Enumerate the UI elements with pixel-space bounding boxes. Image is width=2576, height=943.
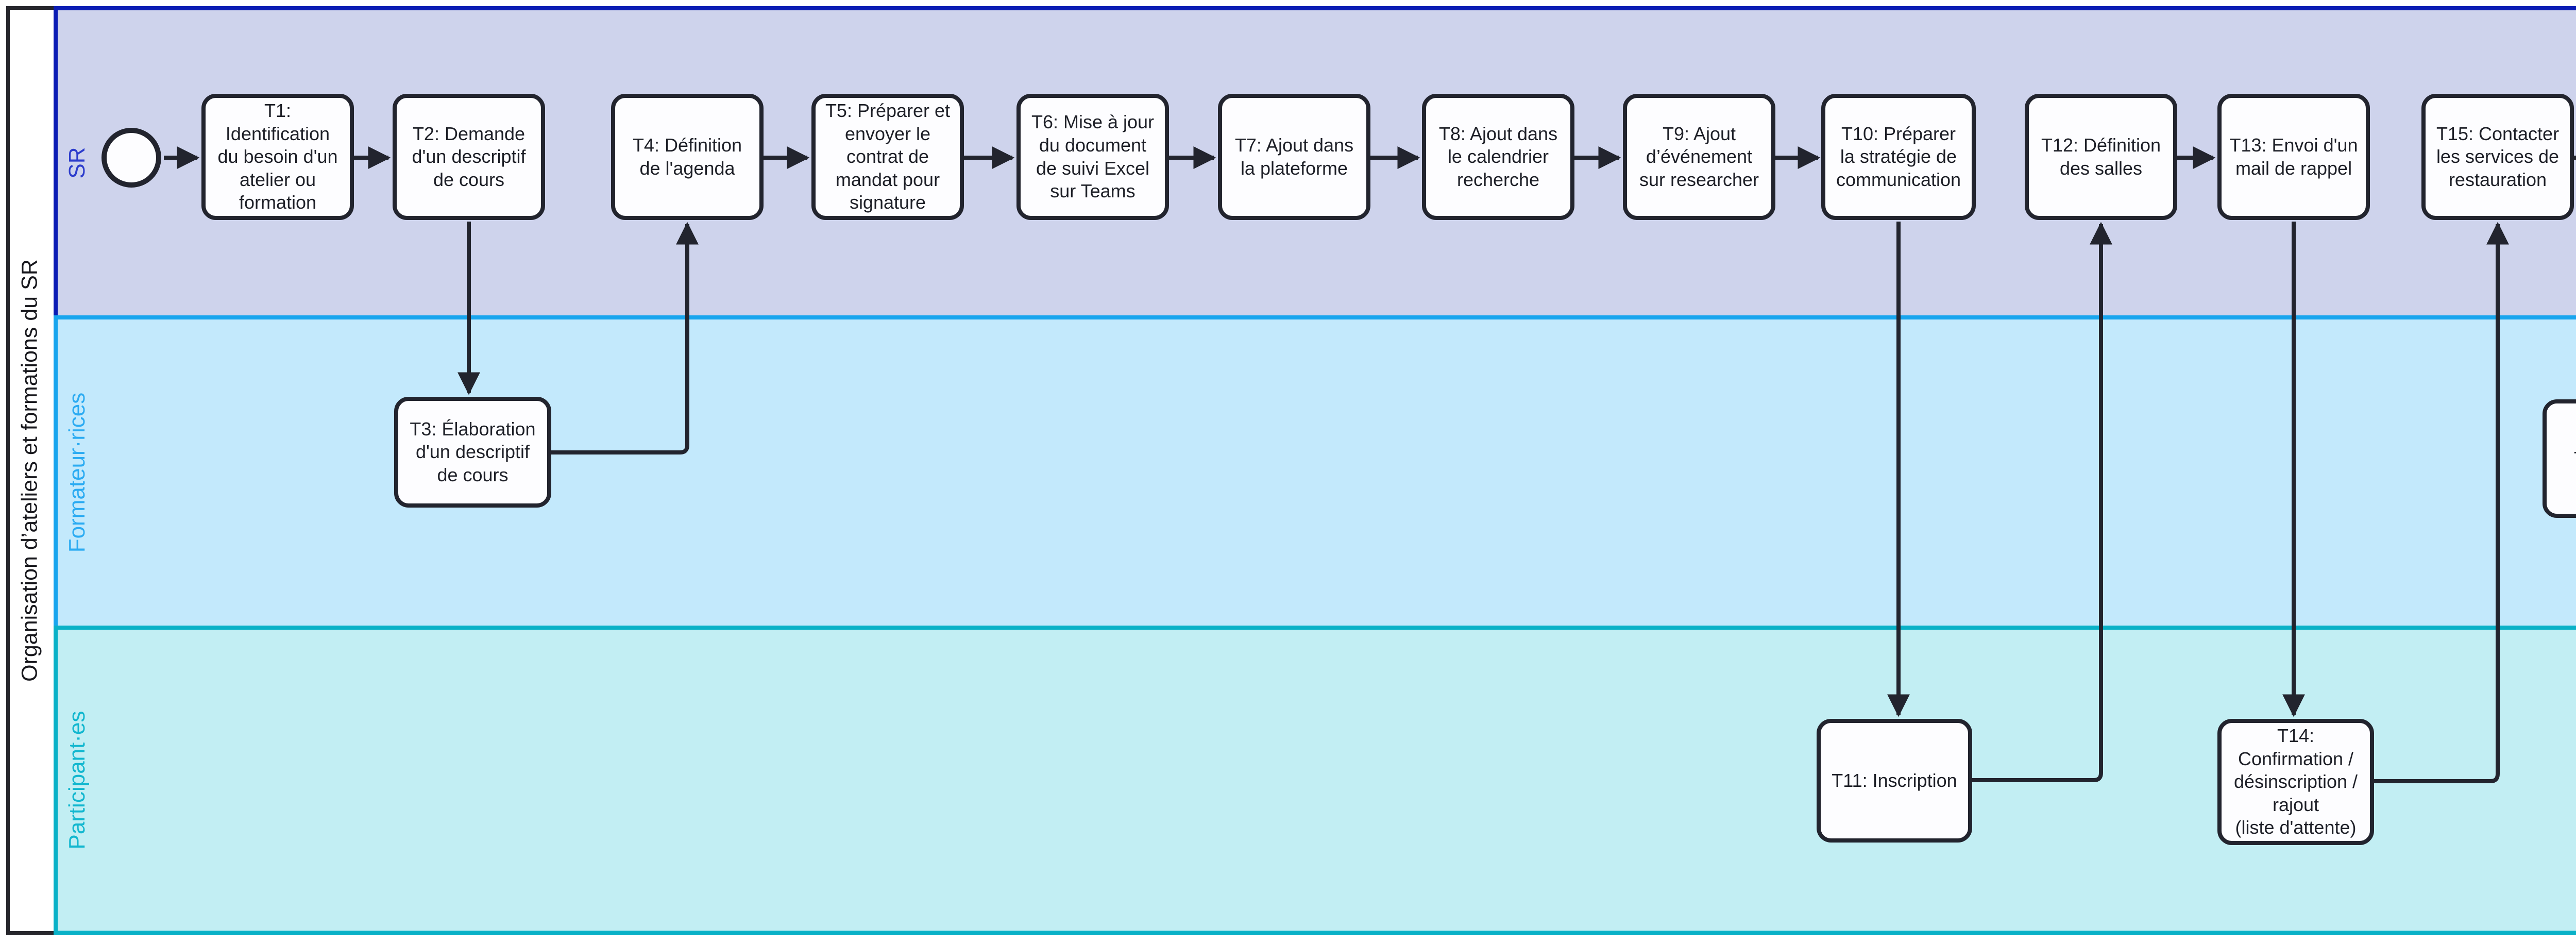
task-t10: T10: Préparer la stratégie de communicat… — [1821, 94, 1976, 220]
lane-participants — [54, 626, 2576, 935]
task-t8: T8: Ajout dans le calendrier recherche — [1422, 94, 1574, 220]
task-t12-label: T12: Définition des salles — [2041, 134, 2161, 179]
task-t6-label: T6: Mise à jour du document de suivi Exc… — [1031, 111, 1155, 202]
start-event — [101, 128, 161, 188]
flow-t14-t15 — [2374, 222, 2509, 783]
pool-label-strip — [6, 6, 54, 935]
task-t16-label: T16: Cours — [2574, 447, 2576, 470]
task-t2: T2: Demande d'un descriptif de cours — [393, 94, 545, 220]
task-t6: T6: Mise à jour du document de suivi Exc… — [1016, 94, 1169, 220]
task-t10-label: T10: Préparer la stratégie de communicat… — [1836, 123, 1961, 190]
task-t5-label: T5: Préparer et envoyer le contrat de ma… — [825, 99, 951, 213]
task-t13: T13: Envoi d'un mail de rappel — [2217, 94, 2370, 220]
task-t3: T3: Élaboration d'un descriptif de cours — [394, 397, 551, 508]
task-t7: T7: Ajout dans la plateforme — [1218, 94, 1370, 220]
task-t13-label: T13: Envoi d'un mail de rappel — [2229, 134, 2358, 179]
task-t2-label: T2: Demande d'un descriptif de cours — [412, 123, 526, 190]
task-t1-label: T1: Identification du besoin d'un atelie… — [217, 99, 338, 213]
task-t14-label: T14: Confirmation / désinscription / raj… — [2233, 725, 2358, 838]
flow-t3-t4 — [551, 222, 699, 454]
task-t11: T11: Inscription — [1817, 719, 1972, 843]
task-t15: T15: Contacter les services de restaurat… — [2421, 94, 2574, 220]
task-t11-label: T11: Inscription — [1832, 769, 1957, 791]
task-t9: T9: Ajout d’événement sur researcher — [1623, 94, 1775, 220]
flow-t11-t12 — [1972, 222, 2112, 782]
task-t15-label: T15: Contacter les services de restaurat… — [2436, 123, 2560, 190]
task-t8-label: T8: Ajout dans le calendrier recherche — [1438, 123, 1558, 190]
task-t4-label: T4: Définition de l'agenda — [632, 134, 742, 179]
task-t14: T14: Confirmation / désinscription / raj… — [2217, 719, 2374, 845]
task-t1: T1: Identification du besoin d'un atelie… — [201, 94, 354, 220]
task-t12: T12: Définition des salles — [2025, 94, 2177, 220]
flow-t15-t16 — [2574, 156, 2576, 160]
task-t7-label: T7: Ajout dans la plateforme — [1234, 134, 1354, 179]
task-t4: T4: Définition de l'agenda — [611, 94, 764, 220]
task-t16: T16: Cours — [2543, 399, 2576, 518]
task-t9-label: T9: Ajout d’événement sur researcher — [1639, 123, 1759, 190]
task-t3-label: T3: Élaboration d'un descriptif de cours — [410, 418, 536, 485]
task-t5: T5: Préparer et envoyer le contrat de ma… — [811, 94, 964, 220]
